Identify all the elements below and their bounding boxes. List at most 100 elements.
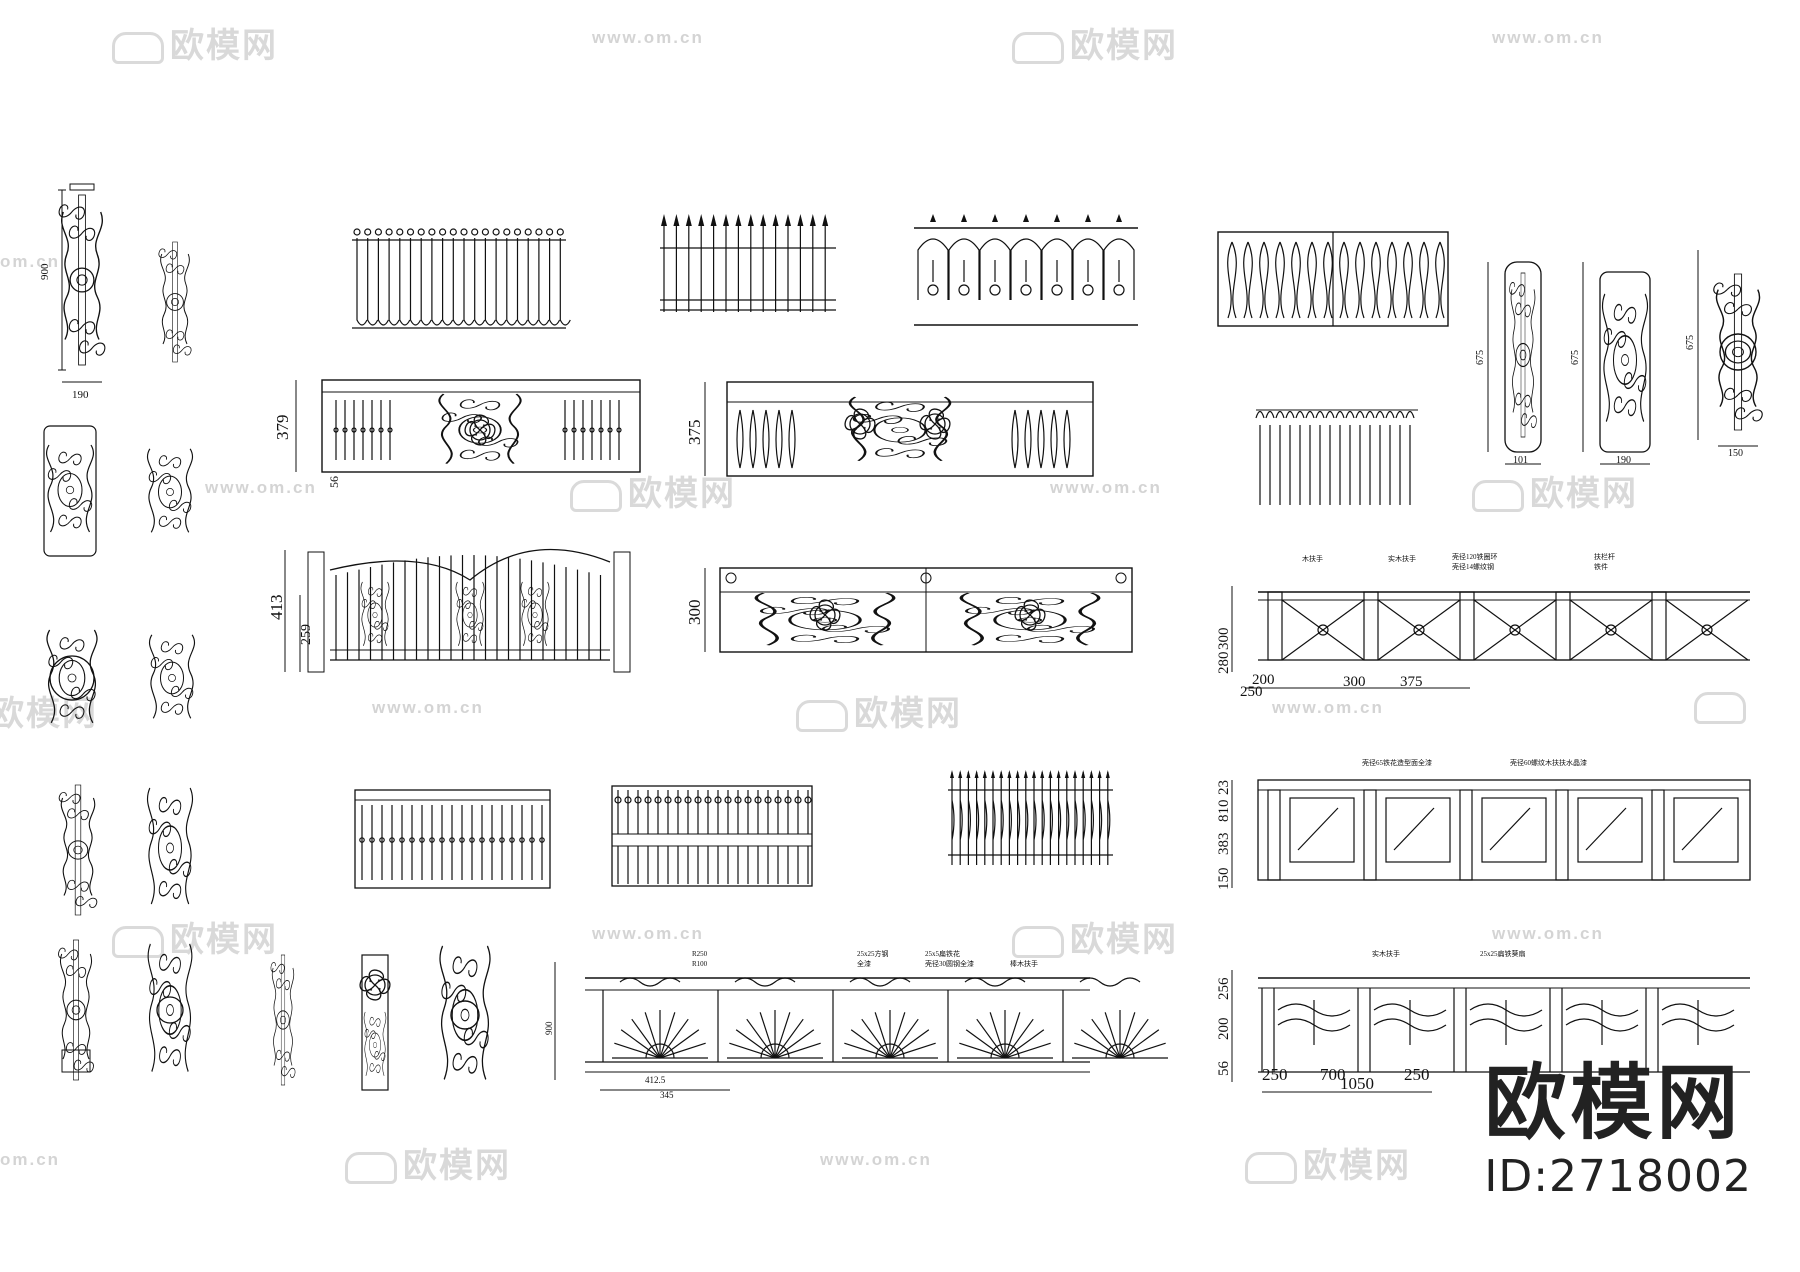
line-work xyxy=(1041,772,1045,865)
note-label: 壳径60螺纹木扶扶水晶漆 xyxy=(1510,758,1587,767)
line-work xyxy=(429,837,435,843)
line-work xyxy=(1317,624,1329,636)
line-work xyxy=(961,214,967,222)
line-work xyxy=(1113,284,1125,296)
line-work xyxy=(754,796,762,804)
line-work xyxy=(1473,599,1557,661)
gate-413 xyxy=(284,548,631,673)
line-work xyxy=(1265,410,1275,419)
line-work xyxy=(889,1018,919,1059)
dim-label: 190 xyxy=(72,389,89,401)
line-work xyxy=(1279,241,1285,319)
line-work xyxy=(367,238,379,326)
line-work xyxy=(1097,770,1102,778)
line-work xyxy=(527,238,539,326)
line-work xyxy=(850,1029,891,1059)
line-work xyxy=(369,427,375,433)
line-work xyxy=(516,238,529,326)
line-work xyxy=(1049,772,1053,865)
line-work xyxy=(1359,241,1365,319)
line-work xyxy=(377,238,389,326)
line-work xyxy=(1054,214,1060,222)
line-work xyxy=(449,837,455,843)
line-work xyxy=(1072,238,1104,300)
line-work xyxy=(619,977,681,987)
line-work xyxy=(1041,238,1073,300)
line-work xyxy=(736,409,744,469)
dim-label: 810 xyxy=(1216,800,1232,823)
line-work xyxy=(524,228,532,236)
line-work xyxy=(1323,241,1329,319)
line-work xyxy=(389,837,395,843)
line-work xyxy=(723,214,729,226)
line-work xyxy=(1015,770,1020,778)
line-work xyxy=(1585,807,1627,851)
line-work xyxy=(1377,599,1461,661)
line-work xyxy=(1023,770,1028,778)
line-work xyxy=(1116,214,1122,222)
line-work xyxy=(1393,807,1435,851)
line-work xyxy=(1385,410,1395,419)
line-work xyxy=(360,427,366,433)
line-work xyxy=(729,1042,776,1059)
line-work xyxy=(804,796,812,804)
line-work xyxy=(1339,241,1345,319)
line-work xyxy=(571,427,577,433)
baluster-ornament xyxy=(59,940,94,1080)
line-work xyxy=(1017,772,1021,865)
line-work xyxy=(999,770,1004,778)
dim-label: 675 xyxy=(1685,335,1696,350)
line-work xyxy=(698,214,705,226)
dim-label: 101 xyxy=(1513,455,1528,466)
dim-label: 190 xyxy=(1616,455,1631,466)
line-work xyxy=(409,238,422,326)
line-work xyxy=(645,1043,675,1059)
line-work xyxy=(844,1042,891,1059)
note-label: 壳径120铁圈环 xyxy=(1452,552,1498,561)
line-work xyxy=(684,796,692,804)
line-work xyxy=(889,1012,906,1059)
line-work xyxy=(948,238,980,300)
line-work xyxy=(1004,1012,1021,1059)
line-work xyxy=(1275,410,1285,419)
line-work xyxy=(1335,410,1345,419)
line-work xyxy=(417,228,425,236)
baluster-675-a xyxy=(1487,261,1542,465)
railing-sketch xyxy=(1255,409,1418,505)
baluster-ornament xyxy=(159,242,191,362)
railing-379 xyxy=(295,379,641,473)
line-work xyxy=(990,1043,1020,1059)
line-work xyxy=(1105,1043,1135,1059)
line-work xyxy=(364,228,372,236)
line-work xyxy=(1024,409,1032,469)
line-work xyxy=(562,427,568,433)
line-work xyxy=(1315,410,1325,419)
dim-label: 56 xyxy=(1216,1061,1232,1077)
line-work xyxy=(1090,772,1094,865)
line-work xyxy=(889,1029,930,1059)
line-work xyxy=(950,770,954,778)
line-work xyxy=(460,228,468,236)
line-work xyxy=(1307,241,1313,319)
line-work xyxy=(966,770,971,778)
line-work xyxy=(861,1018,891,1059)
line-work xyxy=(1032,770,1036,778)
dim-label: 900 xyxy=(39,263,51,280)
line-work xyxy=(1089,770,1094,778)
note-label: 木扶手 xyxy=(1302,554,1323,563)
line-work xyxy=(809,214,816,226)
line-work xyxy=(353,228,361,236)
line-work xyxy=(1295,410,1305,419)
line-work xyxy=(1403,241,1409,319)
line-work xyxy=(1025,772,1029,865)
baluster-ornament xyxy=(150,635,195,719)
line-work xyxy=(974,770,979,778)
line-work xyxy=(1091,1018,1121,1059)
line-work xyxy=(1082,284,1094,296)
baluster-ornament xyxy=(148,449,193,533)
dim-label: 200 xyxy=(1216,1018,1232,1041)
dim-label: 56 xyxy=(327,476,341,488)
line-work xyxy=(1058,772,1062,865)
line-work xyxy=(1033,772,1037,865)
